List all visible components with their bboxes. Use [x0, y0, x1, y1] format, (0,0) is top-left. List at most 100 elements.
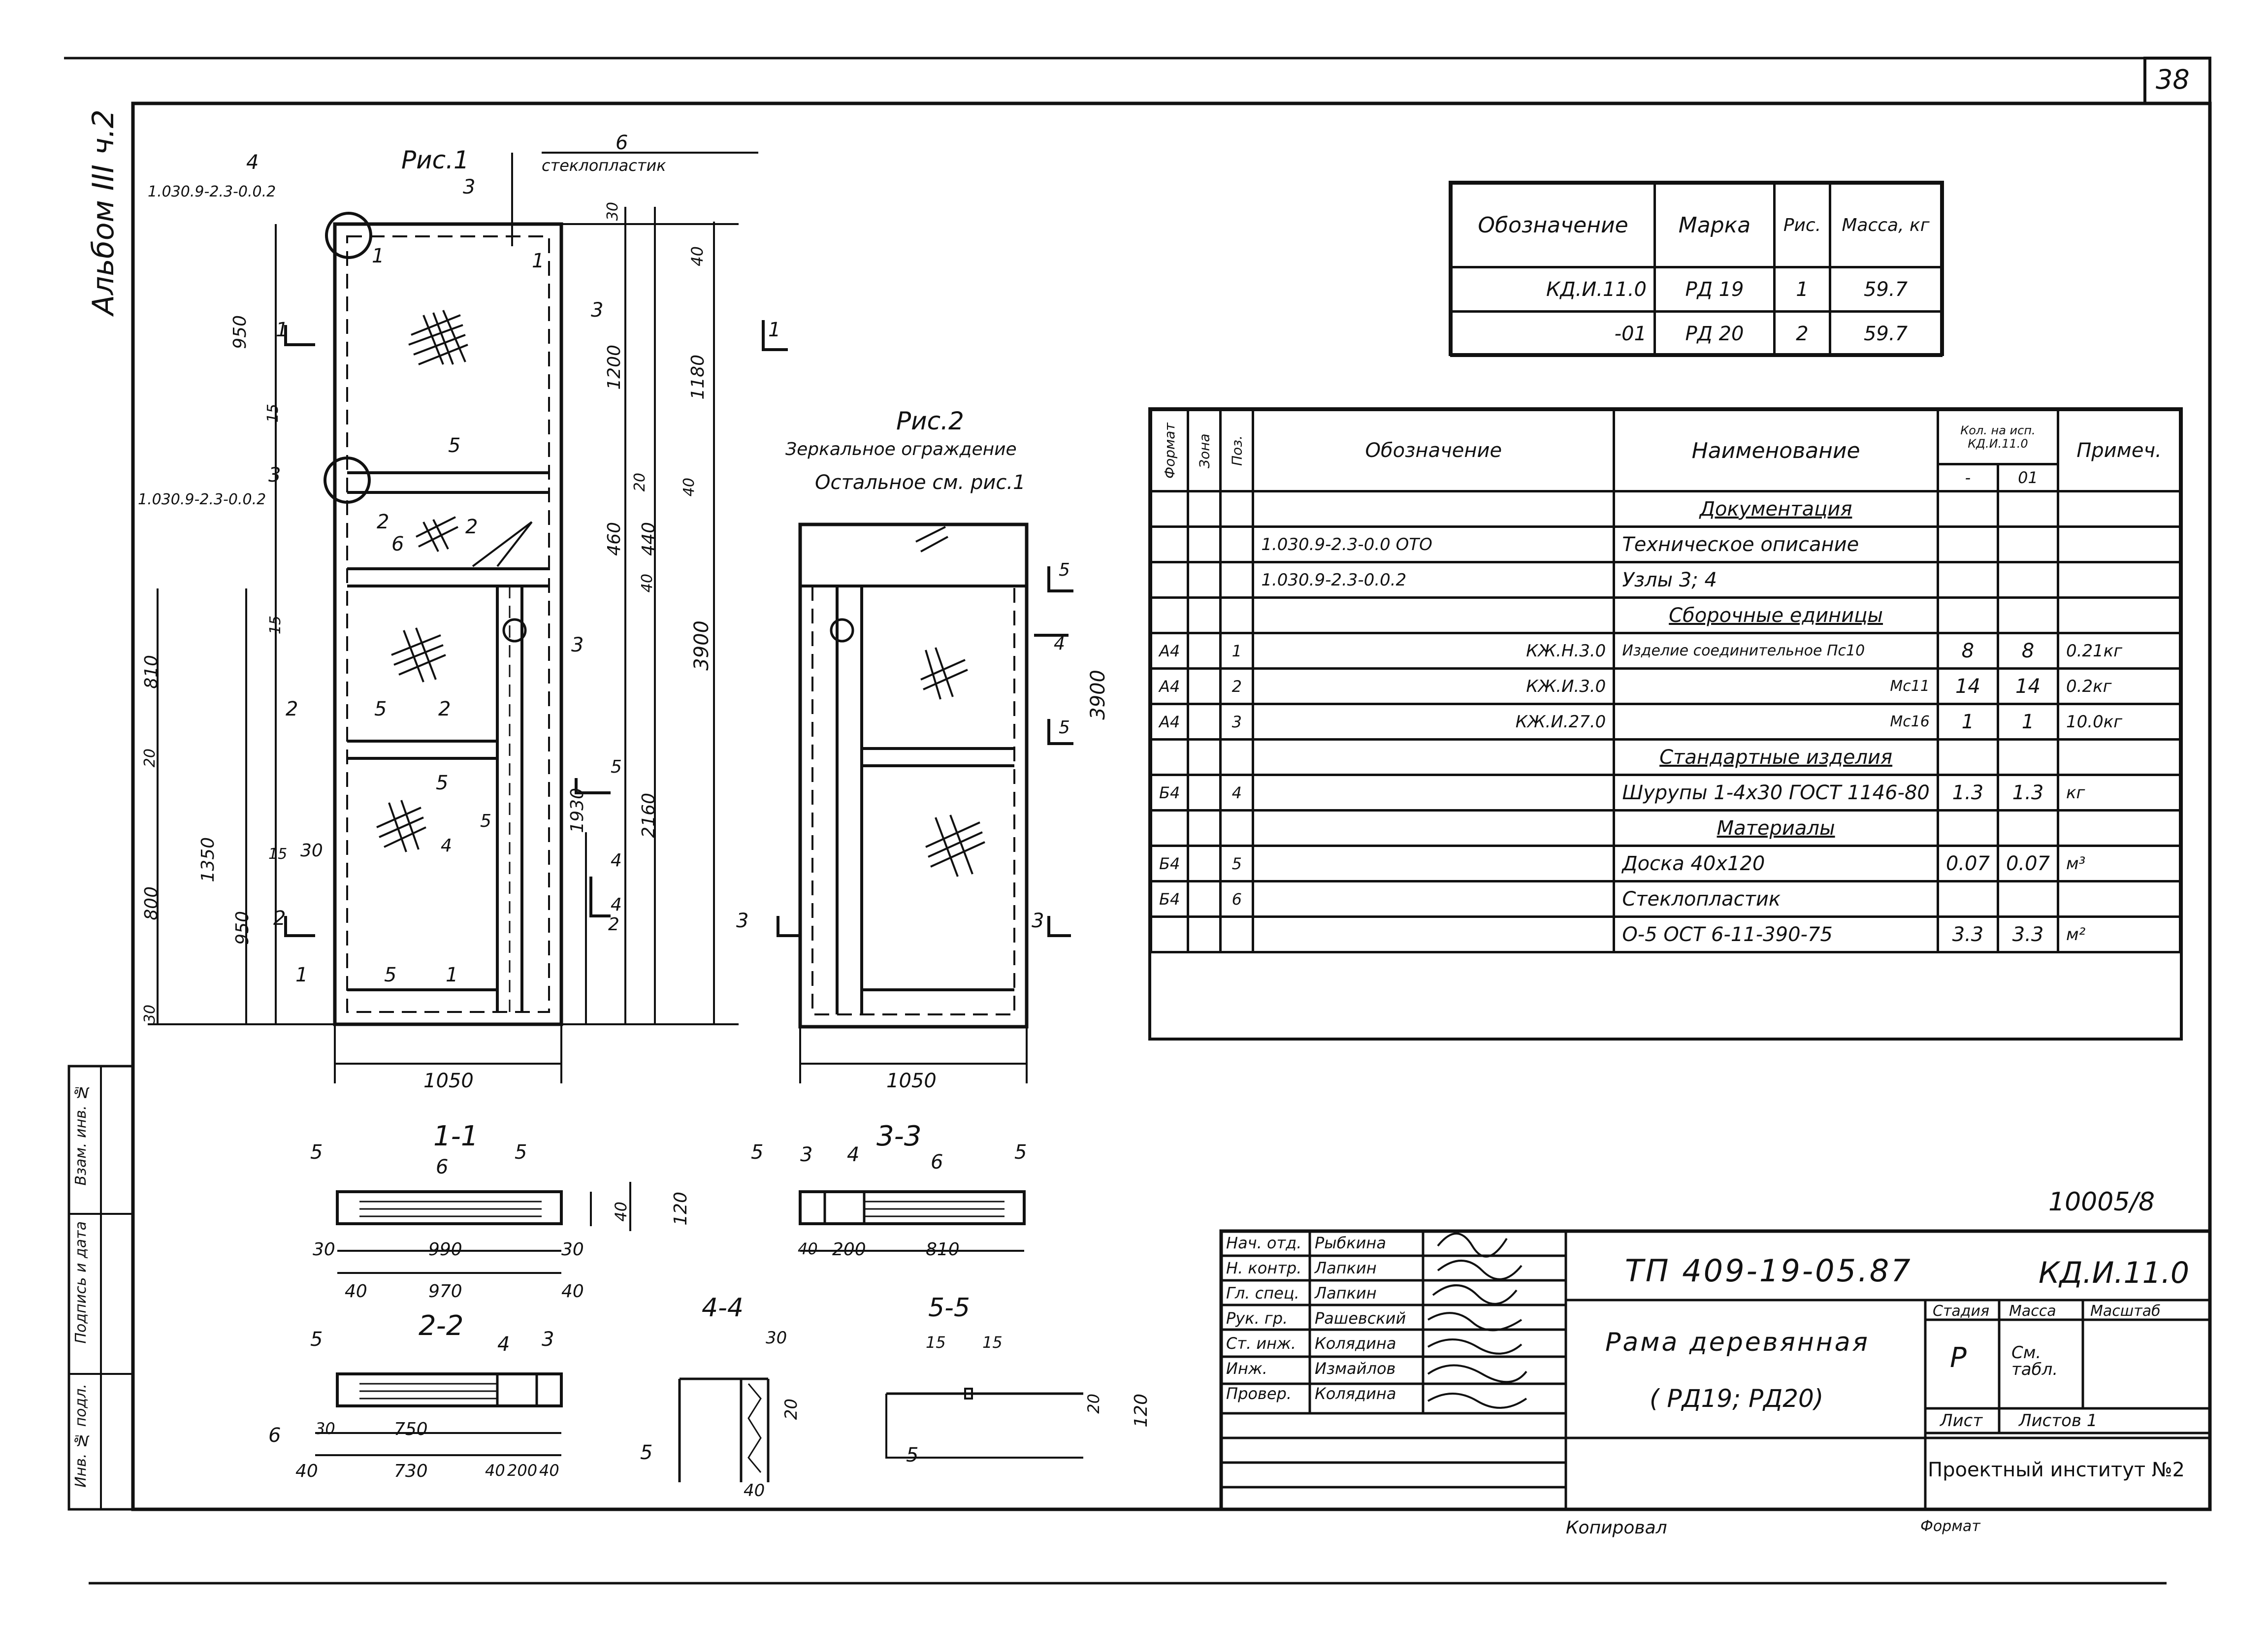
- tb-role: Инж.: [1226, 1359, 1267, 1378]
- figure1-callout-1b: 1: [532, 250, 545, 272]
- section-5-5-title: 5-5: [928, 1293, 970, 1323]
- fig2-section-5a: 5: [1059, 560, 1070, 580]
- figure1-node-no-mid: 3: [268, 464, 281, 487]
- stamp-sign-date: Подпись и дата: [72, 1221, 90, 1344]
- spec-cell-qty-b: [1996, 525, 2060, 563]
- s33-dim-810: 810: [926, 1239, 960, 1260]
- spec-cell-qty-a: 8: [1936, 632, 1999, 670]
- fig1-section-1a: 1: [276, 319, 289, 341]
- fig1-dim-440: 440: [639, 522, 659, 556]
- spec-cell-pos: [1219, 596, 1255, 634]
- spec-cell-qty-b: 3.3: [1996, 915, 2060, 953]
- organization: Проектный институт №2: [1928, 1459, 2185, 1481]
- spec-header-qty-b: 01: [1996, 463, 2060, 492]
- spec-cell-designation: [1252, 774, 1616, 812]
- s44-dim-20: 20: [781, 1399, 801, 1420]
- spec-cell-designation: [1252, 845, 1616, 882]
- figure1-callout-2c: 2: [286, 698, 298, 720]
- designation-code: КД.И.11.0: [2039, 1256, 2190, 1290]
- figure2-subtitle-1: Зеркальное ограждение: [785, 439, 1017, 459]
- fig1-dim-30-inner: 30: [300, 841, 323, 861]
- spec-cell-designation: [1252, 490, 1616, 528]
- spec-header-designation: Обозначение: [1252, 409, 1616, 492]
- s22-dim-40b: 40: [485, 1461, 505, 1480]
- figure1-callout-1a: 1: [372, 245, 385, 267]
- spec-cell-designation: КЖ.Н.3.0: [1252, 632, 1616, 670]
- s11-dim-40c: 40: [612, 1202, 630, 1222]
- figure2-height: 3900: [1087, 670, 1109, 720]
- figure1-material-callout: стеклопластик: [542, 156, 666, 175]
- tb-role: Н. контр.: [1226, 1259, 1302, 1277]
- spec-header-name: Наименование: [1613, 409, 1939, 492]
- s11-dim-120: 120: [671, 1192, 691, 1226]
- fig1-dim-1350: 1350: [198, 837, 218, 882]
- spec-cell-name: Изделие соединительное Пс10: [1613, 632, 1939, 670]
- marks-row1-fig: 1: [1773, 266, 1831, 313]
- figure2-title: Рис.2: [896, 407, 964, 435]
- figure2-section-marks: [777, 566, 1073, 937]
- signatures: [1427, 1233, 1527, 1409]
- s22-dim-730: 730: [394, 1461, 428, 1481]
- scale-label: Масштаб: [2090, 1303, 2161, 1320]
- spec-cell-zone: [1187, 632, 1222, 670]
- s11-dim-990: 990: [428, 1239, 462, 1260]
- tb-role: Провер.: [1226, 1384, 1292, 1403]
- spec-cell-qty-b: [1996, 738, 2060, 776]
- s44-dim-30: 30: [766, 1328, 787, 1348]
- fig1-dim-20-mid: 20: [631, 473, 648, 492]
- fig1-dim-30-left: 30: [141, 1005, 159, 1024]
- fig1-dim-1930: 1930: [567, 788, 587, 833]
- s11-callout-5b: 5: [515, 1141, 527, 1164]
- figure1-title: Рис.1: [401, 146, 469, 174]
- figure1-callout-3a: 3: [463, 176, 476, 198]
- spec-cell-format: [1149, 915, 1190, 953]
- spec-cell-name: Документация: [1613, 490, 1939, 528]
- spec-cell-name: Шурупы 1-4x30 ГОСТ 1146-80: [1613, 774, 1939, 812]
- format-label: Формат: [1920, 1518, 1980, 1535]
- fig1-dim-2160: 2160: [639, 793, 659, 838]
- s55-dim-15b: 15: [982, 1333, 1003, 1352]
- tb-person-name: Колядина: [1315, 1384, 1396, 1403]
- s11-dim-970: 970: [428, 1281, 462, 1302]
- figure1-dimensions: [148, 152, 758, 1083]
- s33-callout-5a: 5: [751, 1141, 764, 1164]
- figure1-callout-1c: 1: [295, 964, 308, 986]
- section-1-1-title: 1-1: [433, 1120, 479, 1152]
- spec-cell-qty-a: 1.3: [1936, 774, 1999, 812]
- spec-cell-qty-a: [1936, 880, 1999, 918]
- section-drawings: [315, 1182, 1083, 1482]
- spec-cell-note: [2057, 596, 2181, 634]
- marks-row2-mass: 59.7: [1829, 310, 1943, 357]
- glass-hatch-2: [915, 526, 985, 877]
- spec-cell-qty-b: [1996, 809, 2060, 847]
- figure1-node-ref-mid: 1.030.9-2.3-0.0.2: [138, 491, 266, 508]
- s11-dim-40a: 40: [345, 1281, 367, 1302]
- figure2-frame: [798, 522, 1029, 1083]
- spec-row: Материалы: [1149, 809, 2181, 847]
- spec-header-format: Формат: [1151, 410, 1188, 491]
- fig2-section-3a: 3: [736, 910, 749, 932]
- s22-dim-40a: 40: [295, 1461, 318, 1481]
- fig1-section-4b: 4: [611, 850, 622, 871]
- spec-cell-name: Сборочные единицы: [1613, 596, 1939, 634]
- s55-dim-120: 120: [1131, 1394, 1151, 1428]
- marks-header-mark: Марка: [1653, 182, 1776, 268]
- figure1-callout-5d: 5: [384, 964, 397, 986]
- spec-cell-note: м²: [2057, 915, 2181, 953]
- spec-cell-format: [1149, 738, 1190, 776]
- spec-cell-pos: [1219, 915, 1255, 953]
- fig1-width: 1050: [423, 1070, 474, 1092]
- spec-cell-zone: [1187, 738, 1222, 776]
- spec-cell-designation: [1252, 738, 1616, 776]
- spec-cell-qty-a: [1936, 738, 1999, 776]
- s22-callout-4: 4: [497, 1333, 510, 1356]
- spec-cell-zone: [1187, 809, 1222, 847]
- figure1-callout-1d: 1: [446, 964, 458, 986]
- marks-header-mass: Масса, кг: [1829, 182, 1943, 268]
- spec-cell-note: 0.2кг: [2057, 667, 2181, 705]
- spec-cell-format: А4: [1149, 703, 1190, 741]
- s11-dim-30b: 30: [561, 1239, 584, 1260]
- spec-cell-qty-b: 0.07: [1996, 845, 2060, 882]
